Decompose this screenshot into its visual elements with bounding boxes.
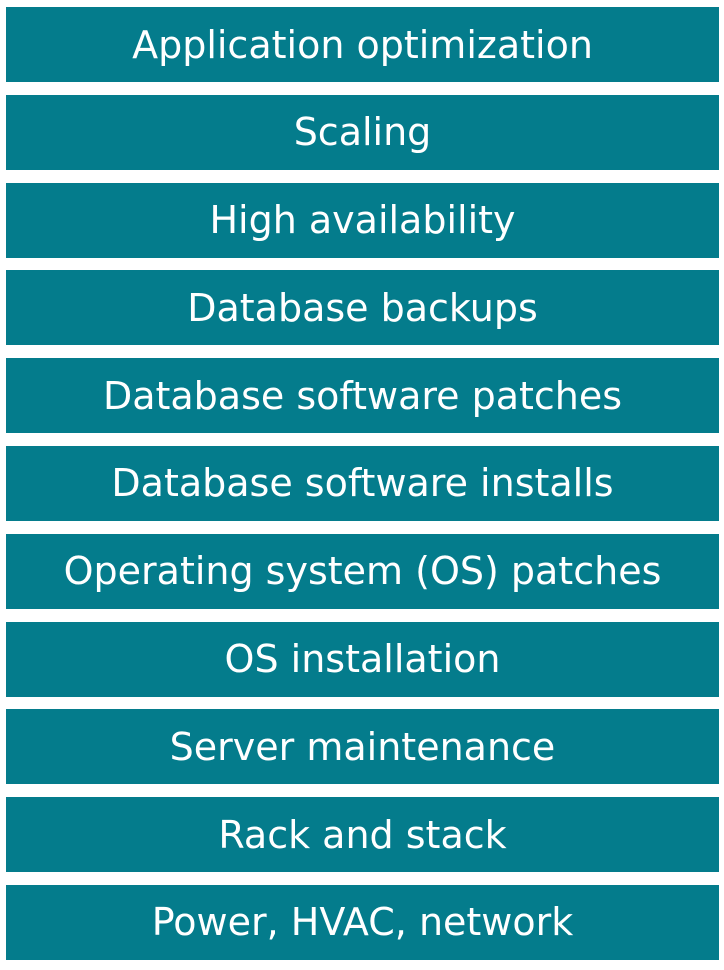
layer-database-backups: Database backups — [6, 270, 719, 346]
layer-label: Rack and stack — [218, 812, 507, 857]
layer-label: Database backups — [187, 285, 538, 330]
layer-label: OS installation — [224, 637, 501, 682]
responsibility-stack: Application optimization Scaling High av… — [6, 7, 719, 960]
layer-database-software-patches: Database software patches — [6, 358, 719, 434]
layer-label: Application optimization — [132, 22, 593, 67]
layer-label: High availability — [209, 198, 516, 243]
layer-label: Database software installs — [111, 461, 614, 506]
layer-database-software-installs: Database software installs — [6, 445, 719, 521]
layer-label: Server maintenance — [169, 724, 556, 769]
layer-label: Database software patches — [102, 373, 623, 418]
layer-server-maintenance: Server maintenance — [6, 709, 719, 785]
layer-label: Power, HVAC, network — [151, 900, 574, 945]
layer-label: Operating system (OS) patches — [63, 549, 662, 594]
layer-power-hvac-network: Power, HVAC, network — [6, 884, 719, 960]
layer-high-availability: High availability — [6, 182, 719, 258]
layer-application-optimization: Application optimization — [6, 7, 719, 82]
layer-scaling: Scaling — [6, 94, 719, 170]
layer-os-patches: Operating system (OS) patches — [6, 533, 719, 609]
layer-os-installation: OS installation — [6, 621, 719, 697]
layer-label: Scaling — [293, 110, 432, 155]
layer-rack-and-stack: Rack and stack — [6, 797, 719, 873]
